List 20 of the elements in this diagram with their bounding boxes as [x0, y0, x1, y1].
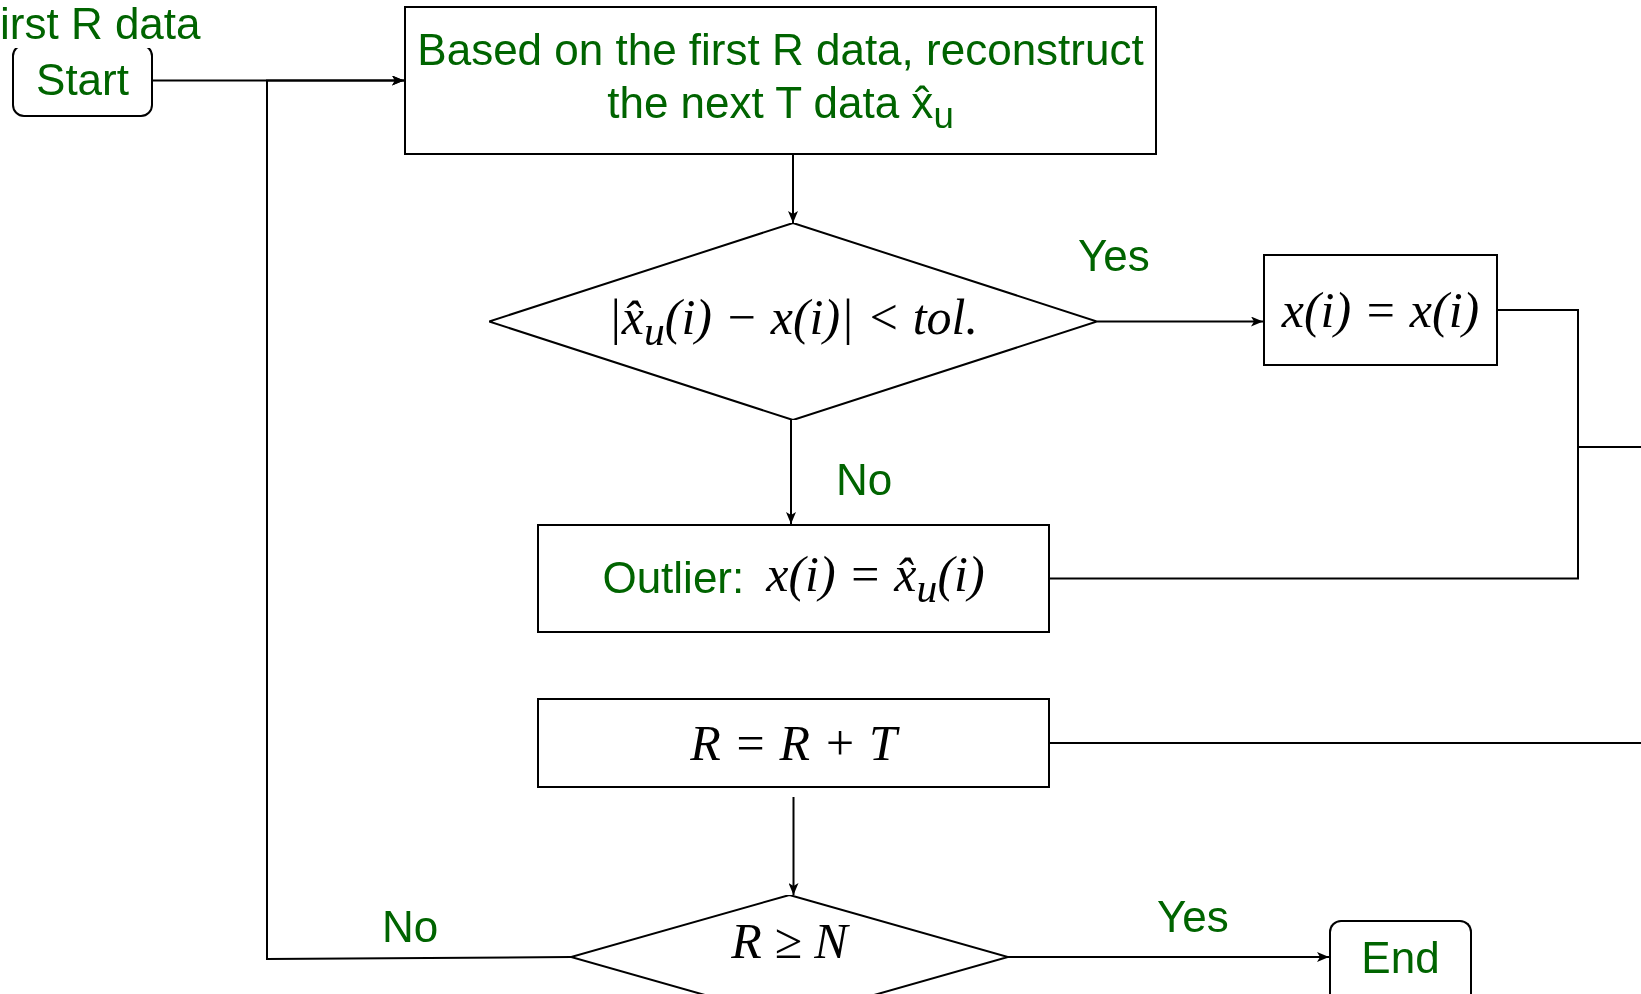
- process-box: [1263, 254, 1498, 366]
- node-text: Outlier:: [602, 552, 745, 605]
- node-text: Start: [36, 54, 129, 107]
- arrow: [788, 154, 798, 224]
- arrow: [788, 796, 799, 896]
- arrow: [266, 75, 572, 960]
- process-box: [537, 698, 1050, 788]
- connector-line: [1049, 742, 1641, 744]
- formula-text: |x̂$_{u}$(i) − x(i)| < tol.: [608, 288, 978, 356]
- process-box: [404, 6, 1157, 155]
- arrow: [786, 419, 796, 525]
- arrow: [1096, 316, 1264, 327]
- terminal-box: [1329, 920, 1472, 994]
- node-text: End: [1361, 931, 1440, 984]
- arrow: [1007, 952, 1330, 962]
- formula-text: x(i) = x(i): [1281, 281, 1480, 340]
- process-box: [537, 524, 1050, 633]
- formula-text: R ≥ N: [731, 912, 848, 971]
- node-text: Based on the first R data, reconstruct the next T data x̂$_{u}$: [416, 23, 1145, 138]
- formula-text: x(i) = x̂$_{u}$(i): [766, 545, 985, 613]
